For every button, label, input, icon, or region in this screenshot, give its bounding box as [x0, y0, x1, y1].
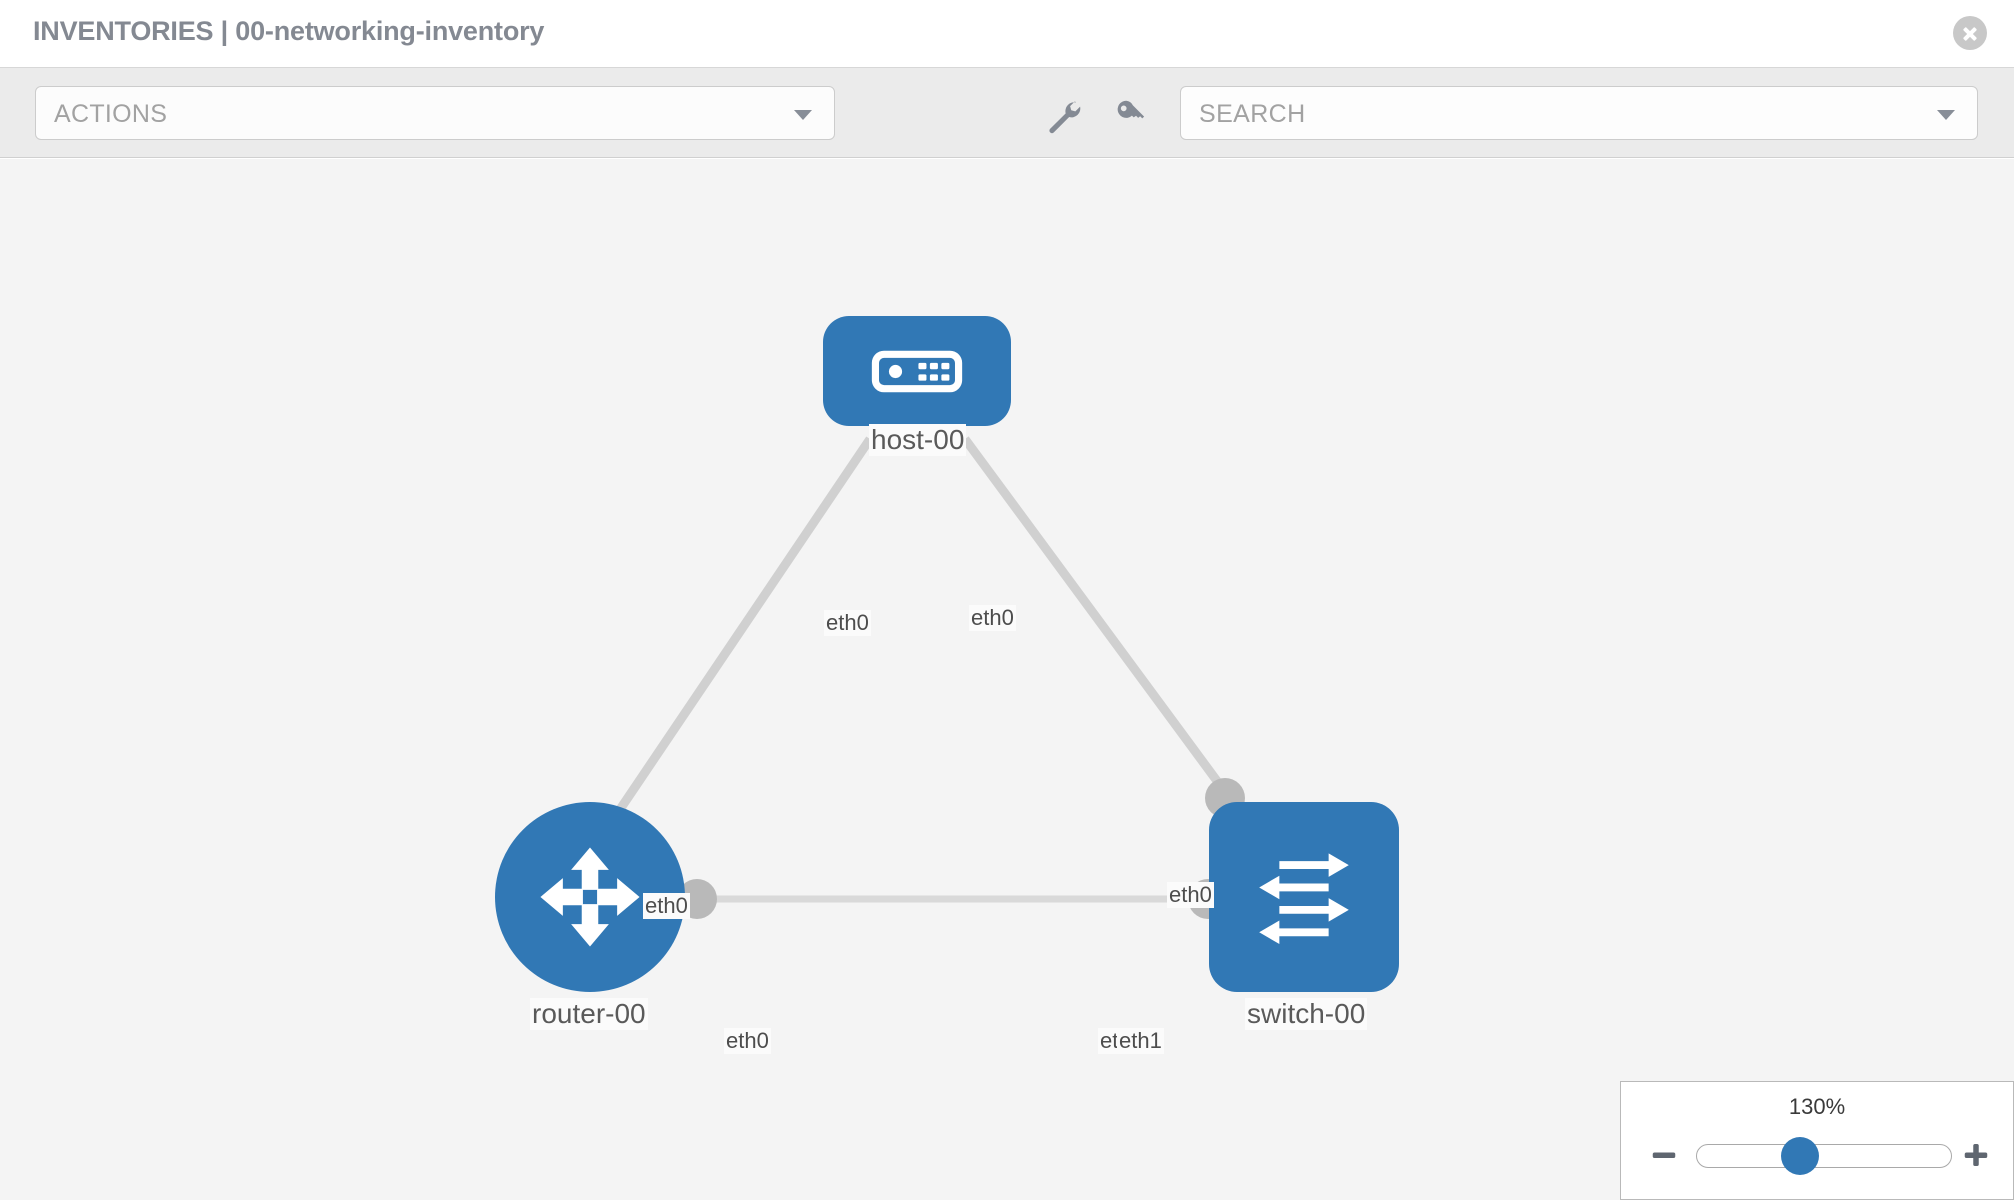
switch-node-shape[interactable] — [1209, 802, 1399, 992]
topology-links — [596, 436, 1249, 903]
topology-canvas[interactable]: host-00 router-00 — [0, 159, 2014, 1200]
minus-icon[interactable] — [1649, 1140, 1679, 1170]
page-title: INVENTORIES | 00-networking-inventory — [33, 16, 545, 46]
page-header: INVENTORIES | 00-networking-inventory — [0, 0, 2014, 68]
server-icon — [871, 350, 963, 392]
search-input[interactable]: SEARCH — [1180, 86, 1978, 140]
chevron-down-icon — [794, 110, 812, 120]
edge-label-router-right-eth0: eth0 — [724, 1028, 771, 1054]
host-node-label: host-00 — [869, 424, 967, 456]
chevron-down-icon[interactable] — [1937, 110, 1955, 120]
search-placeholder: SEARCH — [1199, 100, 1306, 128]
edge-label-host-right-eth0: eth0 — [969, 605, 1016, 631]
switch-node-label: switch-00 — [1245, 998, 1368, 1030]
actions-dropdown[interactable]: ACTIONS — [35, 86, 835, 140]
plus-icon[interactable] — [1961, 1140, 1991, 1170]
zoom-control-panel: 130% — [1620, 1081, 2014, 1200]
edge-label-switch-top-eth0: eth0 — [1167, 882, 1214, 908]
router-arrows-icon — [540, 847, 640, 947]
host-node-shape[interactable] — [823, 316, 1011, 426]
zoom-slider-thumb[interactable] — [1781, 1137, 1819, 1175]
wrench-icon[interactable] — [1044, 96, 1082, 134]
actions-dropdown-label: ACTIONS — [54, 100, 168, 128]
router-node-label: router-00 — [530, 998, 648, 1030]
edge-label-switch-left-eth1: eth1 — [1117, 1028, 1164, 1054]
zoom-level-value: 130% — [1788, 1094, 1846, 1119]
close-icon[interactable] — [1953, 16, 1987, 50]
edge-label-host-left-eth0: eth0 — [824, 610, 871, 636]
switch-arrows-icon — [1259, 853, 1349, 945]
zoom-slider-track[interactable] — [1696, 1144, 1952, 1168]
key-icon[interactable] — [1112, 96, 1150, 134]
edge-label-router-top-eth0: eth0 — [643, 893, 690, 919]
